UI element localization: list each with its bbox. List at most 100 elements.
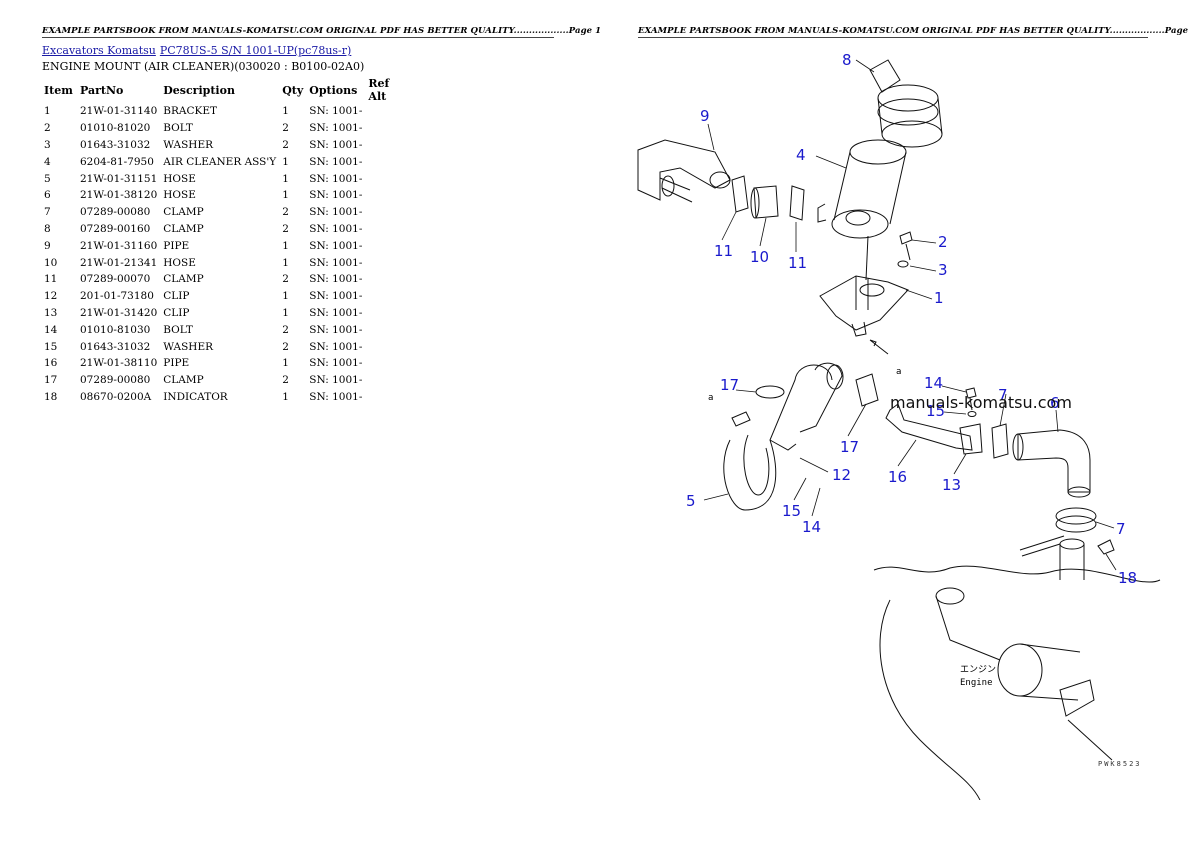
col-header-options: Options xyxy=(309,83,358,97)
row-qty: 1 xyxy=(282,256,289,269)
row-item: 9 xyxy=(44,239,51,252)
row-description: BRACKET xyxy=(163,105,218,118)
pipe-16-drawing xyxy=(885,403,983,455)
row-ref-alt xyxy=(366,389,412,406)
page-1-header: EXAMPLE PARTSBOOK FROM MANUALS-KOMATSU.C… xyxy=(42,26,602,38)
row-item: 13 xyxy=(44,306,58,319)
row-description: PIPE xyxy=(163,239,190,252)
washer-15-drawing xyxy=(967,411,977,417)
breadcrumb-link-category[interactable]: Excavators Komatsu xyxy=(42,44,156,57)
row-qty: 2 xyxy=(282,340,289,353)
row-item: 14 xyxy=(44,323,58,336)
row-description: HOSE xyxy=(163,256,196,269)
row-qty: 1 xyxy=(282,105,289,118)
row-qty: 2 xyxy=(282,138,289,151)
arrow-a-drawing xyxy=(869,339,889,355)
callout-4: 4 xyxy=(796,146,806,164)
row-description: BOLT xyxy=(163,122,193,135)
row-description: CLAMP xyxy=(163,374,204,387)
hose-5-drawing xyxy=(723,362,844,511)
clamp-7a-drawing xyxy=(991,423,1009,459)
row-item: 3 xyxy=(44,138,51,151)
clamp-7b-drawing xyxy=(1055,507,1097,533)
row-description: CLIP xyxy=(163,306,190,319)
clamp-17b-drawing xyxy=(855,373,879,407)
row-item: 12 xyxy=(44,290,58,303)
row-ref-alt xyxy=(366,288,412,305)
row-item: 2 xyxy=(44,122,51,135)
row-options: SN: 1001- xyxy=(309,138,363,151)
engine-label-en: Engine xyxy=(960,678,993,688)
row-description: AIR CLEANER ASS'Y xyxy=(163,155,277,168)
row-partno: 01643-31032 xyxy=(80,340,151,353)
callout-3: 3 xyxy=(938,261,948,279)
bracket-1-drawing xyxy=(819,275,909,337)
row-description: WASHER xyxy=(163,340,214,353)
row-description: CLAMP xyxy=(163,222,204,235)
row-item: 18 xyxy=(44,390,58,403)
row-ref-alt xyxy=(366,372,412,389)
row-description: PIPE xyxy=(163,357,190,370)
row-qty: 1 xyxy=(282,189,289,202)
row-qty: 2 xyxy=(282,323,289,336)
row-item: 10 xyxy=(44,256,58,269)
row-qty: 2 xyxy=(282,206,289,219)
col-header-qty: Qty xyxy=(282,83,304,97)
callout-7b: 7 xyxy=(1116,520,1126,538)
row-partno: 201-01-73180 xyxy=(80,290,154,303)
hose-clamps-drawing xyxy=(731,175,805,221)
row-partno: 07289-00080 xyxy=(80,206,151,219)
callout-17a: 17 xyxy=(720,376,739,394)
bolt-14-drawing xyxy=(965,387,977,411)
row-ref-alt xyxy=(366,305,412,322)
exploded-view-drawing: 8 9 4 2 3 1 11 10 11 17 14 7 6 15 17 12 … xyxy=(637,51,1161,801)
row-qty: 1 xyxy=(282,390,289,403)
row-options: SN: 1001- xyxy=(309,357,363,370)
callout-14b: 14 xyxy=(802,518,821,536)
row-partno: 21W-01-31140 xyxy=(80,105,158,118)
row-partno: 07289-00080 xyxy=(80,374,151,387)
pipe-9-drawing xyxy=(637,139,731,203)
row-partno: 21W-01-21341 xyxy=(80,256,158,269)
callout-6: 6 xyxy=(1050,394,1060,412)
hose-6-drawing xyxy=(1012,429,1091,498)
row-options: SN: 1001- xyxy=(309,239,363,252)
row-options: SN: 1001- xyxy=(309,189,363,202)
row-ref-alt xyxy=(366,254,412,271)
row-qty: 2 xyxy=(282,273,289,286)
col-header-description: Description xyxy=(163,83,235,97)
row-description: CLIP xyxy=(163,290,190,303)
col-header-partno: PartNo xyxy=(80,83,124,97)
breadcrumb-link-model[interactable]: PC78US-5 S/N 1001-UP(pc78us-r) xyxy=(159,44,352,57)
row-qty: 1 xyxy=(282,357,289,370)
row-item: 5 xyxy=(44,172,51,185)
row-qty: 1 xyxy=(282,172,289,185)
ref-a-left: a xyxy=(708,393,713,403)
clamp-8-drawing xyxy=(869,59,943,148)
parts-table: Item PartNo Description Qty Options Ref … xyxy=(42,77,412,405)
row-item: 17 xyxy=(44,374,58,387)
leader-lines xyxy=(703,59,1117,571)
row-ref-alt xyxy=(366,153,412,170)
row-item: 11 xyxy=(44,273,58,286)
callout-9: 9 xyxy=(700,107,710,125)
row-description: BOLT xyxy=(163,323,193,336)
row-ref-alt xyxy=(366,221,412,238)
row-ref-alt xyxy=(366,338,412,355)
row-item: 15 xyxy=(44,340,58,353)
callout-15b: 15 xyxy=(782,502,801,520)
